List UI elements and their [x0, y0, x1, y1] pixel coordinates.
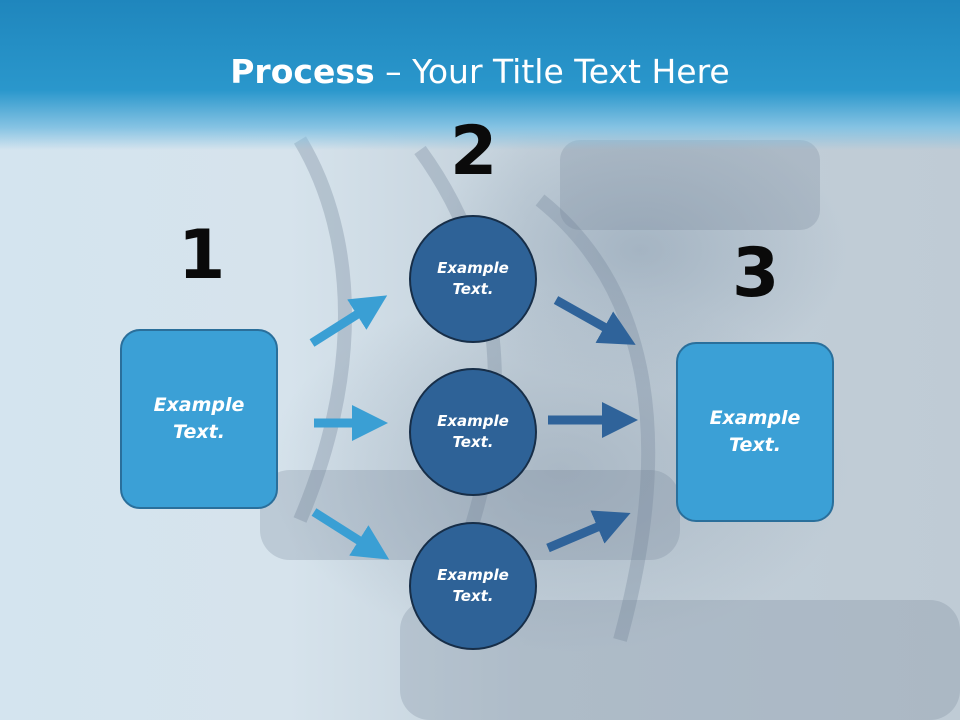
step-2-circle-bottom: Example Text.	[409, 522, 537, 650]
step-number-3: 3	[732, 234, 780, 313]
arrow-left-to-bottom	[311, 508, 390, 560]
circle-top-text: Example Text.	[437, 259, 509, 298]
arrow-top-to-right	[553, 296, 636, 345]
step-1-text: Example Text.	[153, 394, 245, 443]
title-rest: – Your Title Text Here	[374, 52, 730, 91]
title-bold: Process	[230, 52, 375, 91]
slide-title: Process – Your Title Text Here	[0, 52, 960, 91]
step-1-box: Example Text.	[120, 329, 278, 509]
step-3-text: Example Text.	[709, 407, 801, 456]
circle-middle-text: Example Text.	[437, 412, 509, 451]
step-number-1: 1	[178, 216, 226, 295]
arrow-left-to-top	[309, 295, 388, 347]
step-3-box: Example Text.	[676, 342, 834, 522]
arrow-bottom-to-right	[546, 510, 631, 553]
step-2-circle-top: Example Text.	[409, 215, 537, 343]
step-number-2: 2	[450, 112, 498, 191]
circle-bottom-text: Example Text.	[437, 566, 509, 605]
step-2-circle-middle: Example Text.	[409, 368, 537, 496]
title-bar	[0, 0, 960, 150]
